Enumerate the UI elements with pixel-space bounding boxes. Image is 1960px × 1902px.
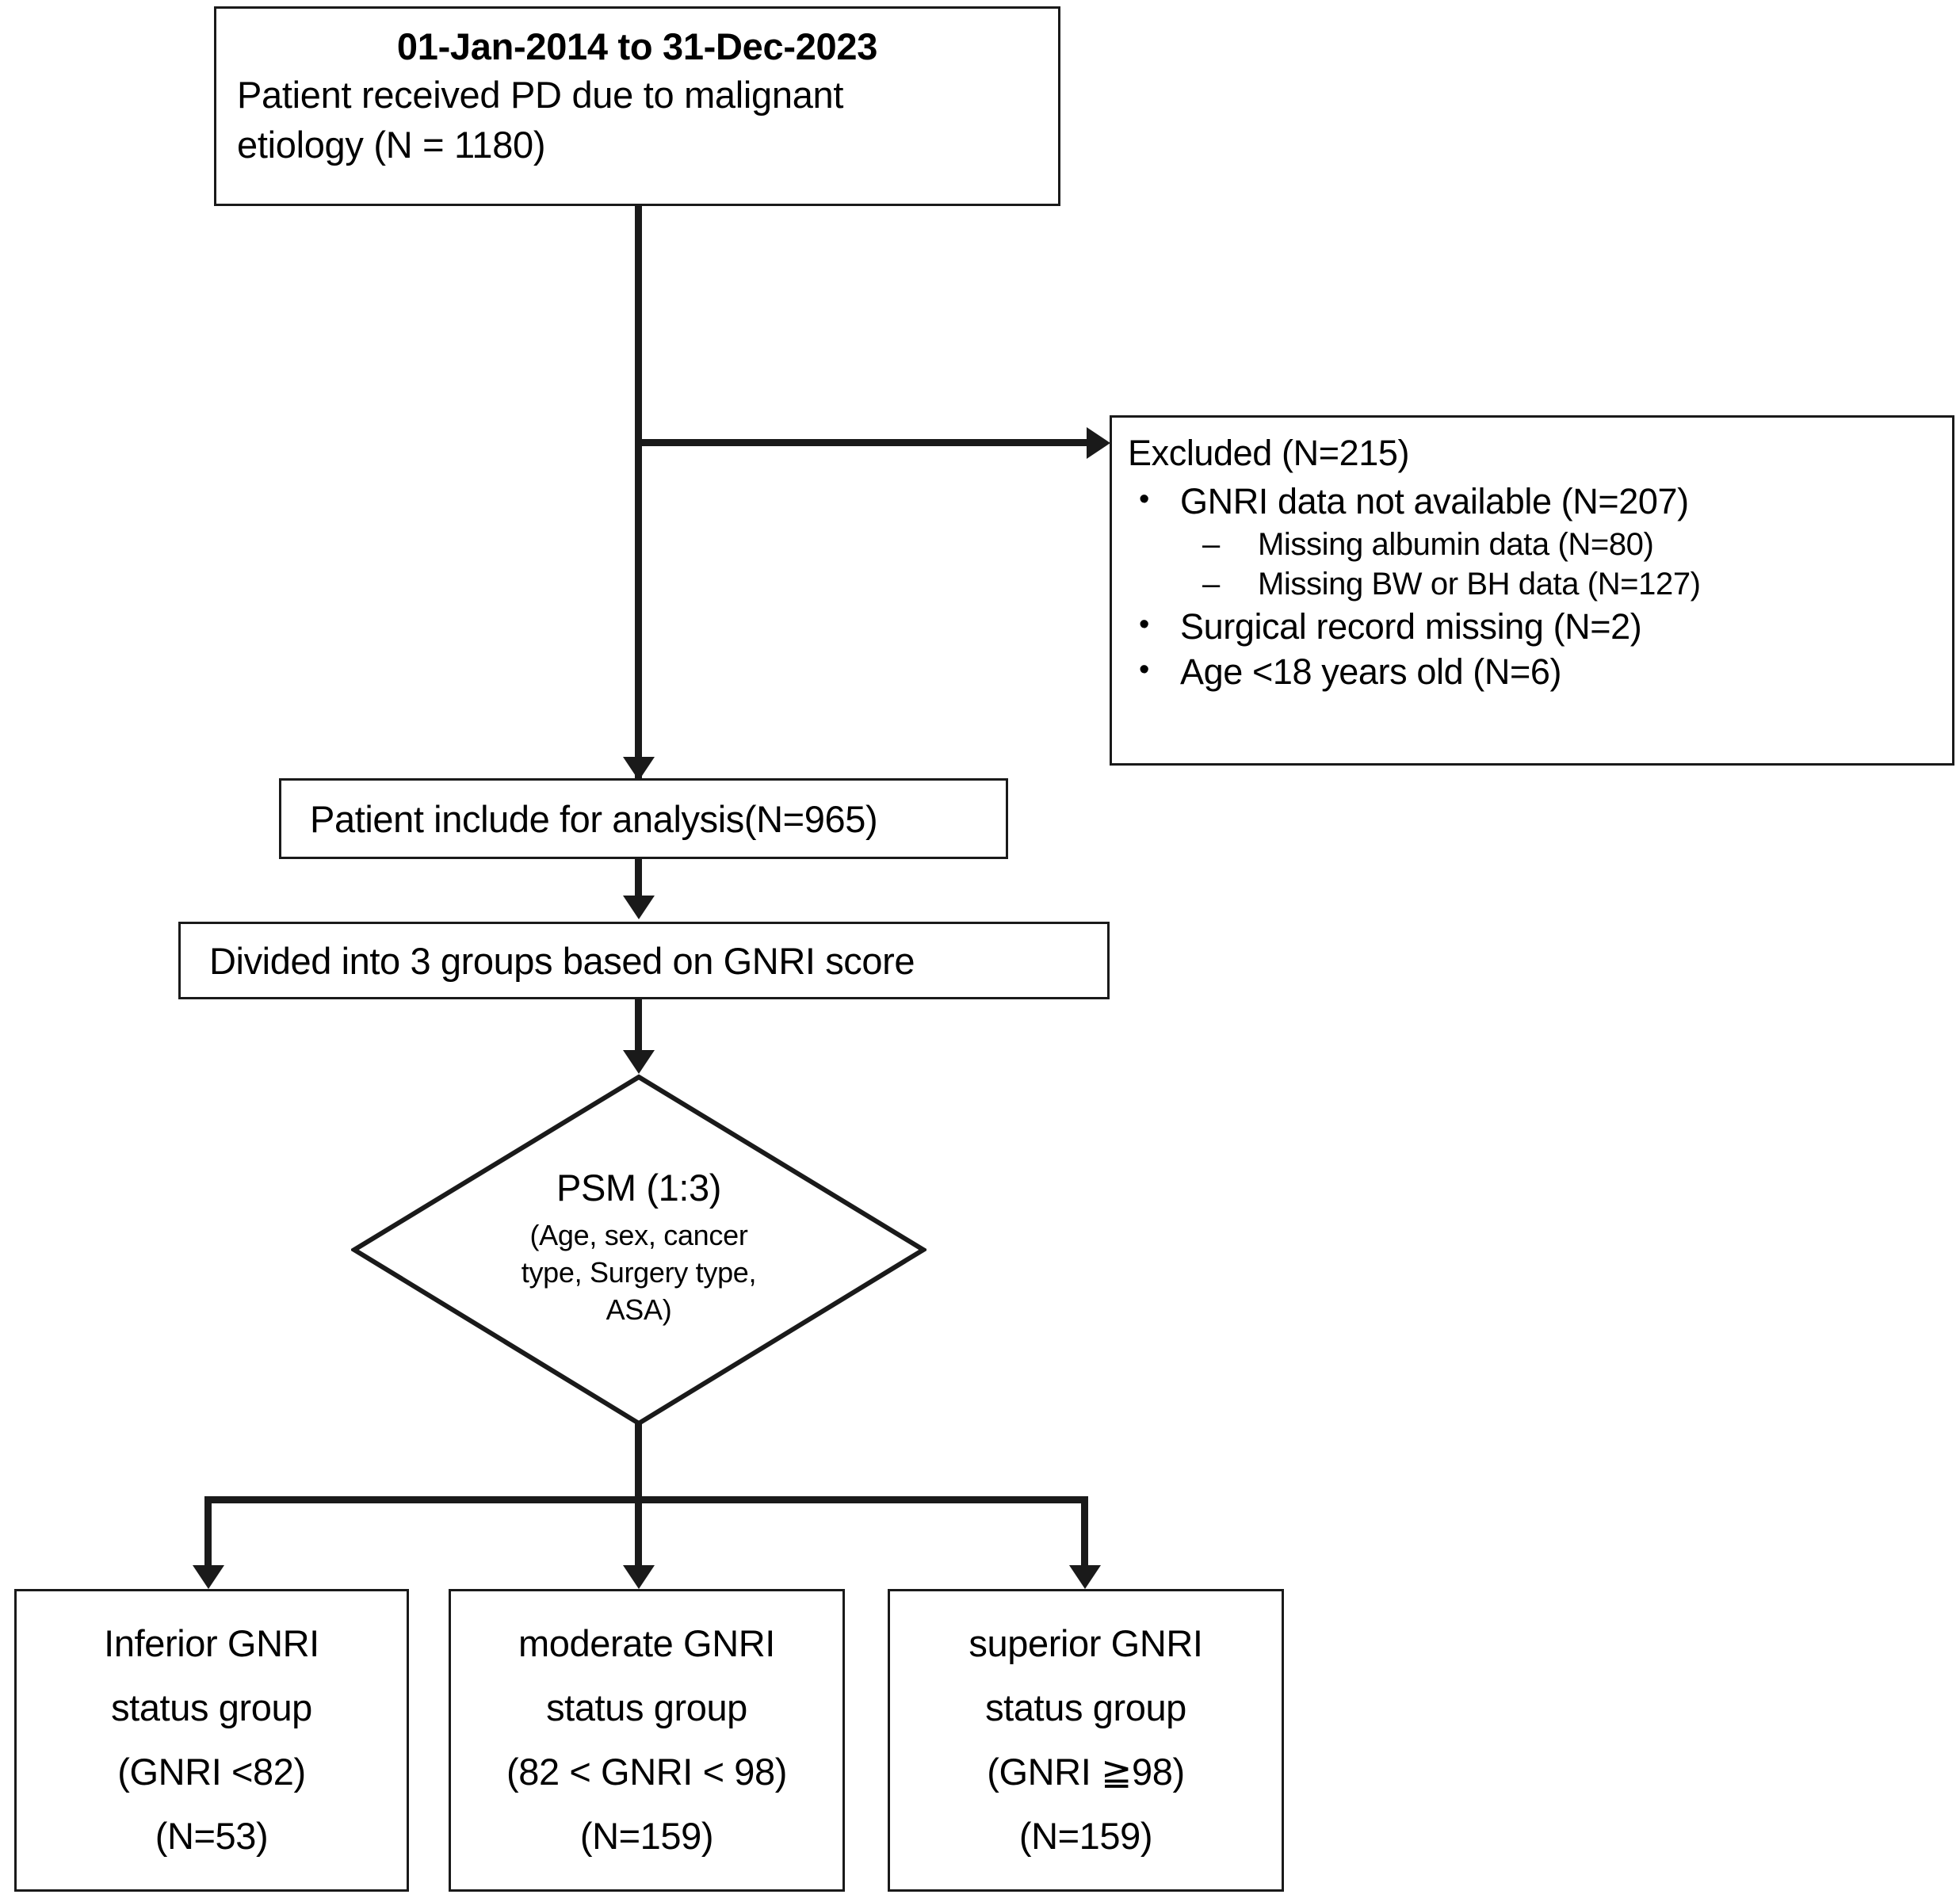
cohort-description-line-1: Patient received PD due to malignant bbox=[237, 74, 844, 116]
psm-covariates-line-1: (Age, sex, cancer bbox=[529, 1219, 748, 1251]
excluded-sub-item: – Missing BW or BH data (N=127) bbox=[1126, 565, 1941, 603]
arrowhead-to-inferior bbox=[193, 1565, 224, 1589]
arrowhead-to-divided bbox=[623, 896, 655, 919]
connector-split-right bbox=[1081, 1496, 1088, 1569]
psm-text-block: PSM (1:3) (Age, sex, cancer type, Surger… bbox=[351, 1169, 927, 1328]
connector-split-bar bbox=[204, 1496, 1088, 1503]
excluded-sub-item-label: Missing BW or BH data (N=127) bbox=[1258, 567, 1701, 602]
psm-diamond: PSM (1:3) (Age, sex, cancer type, Surger… bbox=[351, 1074, 927, 1426]
divided-label: Divided into 3 groups based on GNRI scor… bbox=[209, 939, 915, 982]
bullet-icon: • bbox=[1139, 608, 1149, 641]
psm-covariates-line-2: type, Surgery type, bbox=[521, 1255, 757, 1289]
excluded-list-item: • Surgical record missing (N=2) bbox=[1126, 605, 1941, 648]
included-label: Patient include for analysis(N=965) bbox=[310, 797, 878, 840]
outcome-line-3: (GNRI ≧98) bbox=[987, 1751, 1185, 1793]
excluded-item-label: GNRI data not available (N=207) bbox=[1180, 481, 1689, 521]
outcome-box-moderate: moderate GNRI status group (82 < GNRI < … bbox=[449, 1589, 845, 1892]
outcome-box-superior: superior GNRI status group (GNRI ≧98) (N… bbox=[888, 1589, 1284, 1892]
arrowhead-to-included bbox=[623, 757, 655, 781]
connector-psm-stem bbox=[635, 1423, 642, 1503]
bullet-icon: • bbox=[1139, 653, 1149, 686]
excluded-sub-item-label: Missing albumin data (N=80) bbox=[1258, 527, 1654, 562]
psm-title: PSM (1:3) bbox=[556, 1167, 721, 1209]
dash-icon: – bbox=[1202, 567, 1220, 602]
connector-split-center bbox=[635, 1496, 642, 1569]
bullet-icon: • bbox=[1139, 483, 1149, 516]
arrowhead-to-superior bbox=[1069, 1565, 1101, 1589]
included-box: Patient include for analysis(N=965) bbox=[279, 778, 1008, 859]
excluded-box: Excluded (N=215) • GNRI data not availab… bbox=[1110, 415, 1954, 766]
cohort-description-line-2: etiology (N = 1180) bbox=[237, 124, 546, 166]
connector-cohort-stem bbox=[635, 206, 642, 781]
outcome-line-1: Inferior GNRI bbox=[104, 1622, 319, 1665]
excluded-item-label: Age <18 years old (N=6) bbox=[1180, 651, 1562, 692]
outcome-line-2: status group bbox=[111, 1686, 312, 1729]
connector-divided-to-psm bbox=[635, 999, 642, 1052]
outcome-line-2: status group bbox=[546, 1686, 747, 1729]
connector-excluded-branch bbox=[635, 439, 1087, 446]
outcome-line-1: superior GNRI bbox=[969, 1622, 1203, 1665]
outcome-line-4: (N=159) bbox=[1018, 1814, 1153, 1857]
connector-included-to-divided bbox=[635, 859, 642, 897]
outcome-line-4: (N=159) bbox=[579, 1814, 714, 1857]
arrowhead-to-excluded bbox=[1087, 427, 1110, 459]
outcome-line-1: moderate GNRI bbox=[518, 1622, 775, 1665]
excluded-list: • GNRI data not available (N=207) – Miss… bbox=[1126, 478, 1941, 696]
excluded-sub-item: – Missing albumin data (N=80) bbox=[1126, 525, 1941, 563]
psm-covariates-line-3: ASA) bbox=[606, 1293, 672, 1326]
outcome-line-3: (82 < GNRI < 98) bbox=[506, 1751, 788, 1793]
arrowhead-to-psm bbox=[623, 1050, 655, 1074]
cohort-date-range: 01-Jan-2014 to 31-Dec-2023 bbox=[396, 25, 878, 67]
excluded-item-label: Surgical record missing (N=2) bbox=[1180, 606, 1642, 647]
arrowhead-to-moderate bbox=[623, 1565, 655, 1589]
outcome-box-inferior: Inferior GNRI status group (GNRI <82) (N… bbox=[14, 1589, 409, 1892]
excluded-heading: Excluded (N=215) bbox=[1128, 433, 1410, 473]
excluded-list-item: • GNRI data not available (N=207) bbox=[1126, 480, 1941, 523]
divided-box: Divided into 3 groups based on GNRI scor… bbox=[178, 922, 1110, 999]
outcome-line-2: status group bbox=[985, 1686, 1186, 1729]
connector-split-left bbox=[204, 1496, 212, 1569]
outcome-line-4: (N=53) bbox=[155, 1814, 269, 1857]
dash-icon: – bbox=[1202, 527, 1220, 562]
cohort-box: 01-Jan-2014 to 31-Dec-2023 Patient recei… bbox=[214, 6, 1060, 206]
excluded-list-item: • Age <18 years old (N=6) bbox=[1126, 651, 1941, 693]
outcome-line-3: (GNRI <82) bbox=[117, 1751, 306, 1793]
